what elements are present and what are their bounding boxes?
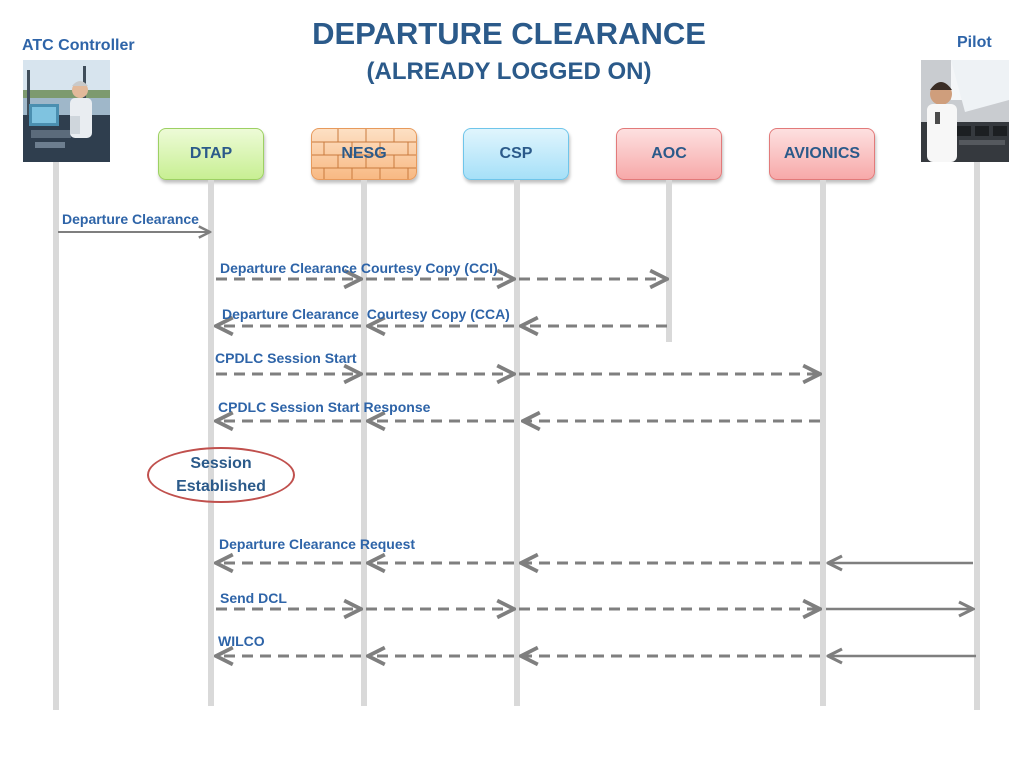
session-note-line2: Established [176, 478, 266, 495]
message-label-wilco: WILCO [218, 633, 265, 649]
system-label-dtap: DTAP [189, 145, 233, 162]
message-label-cpdlc-session-start: CPDLC Session Start [215, 350, 357, 366]
message-label-cpdlc-session-start-response: CPDLC Session Start Response [218, 399, 431, 415]
system-box-aoc: AOC [616, 128, 722, 180]
atc-controller-label: ATC Controller [22, 37, 135, 54]
message-label-cca: Departure Clearance Courtesy Copy (CCA) [222, 306, 510, 322]
system-box-csp: CSP [463, 128, 569, 180]
message-label-send-dcl: Send DCL [220, 590, 287, 606]
session-note-line1: Session [190, 455, 252, 472]
firewall-brick-icon [312, 129, 416, 179]
system-label-aoc: AOC [651, 145, 687, 162]
system-box-avionics: AVIONICS [769, 128, 875, 180]
session-established-note: Session Established [147, 447, 295, 503]
system-label-csp: CSP [499, 145, 533, 162]
message-label-departure-clearance-request: Departure Clearance Request [219, 536, 416, 552]
diagram-title: DEPARTURE CLEARANCE [312, 16, 706, 51]
system-label-avionics: AVIONICS [783, 145, 861, 162]
system-box-dtap: DTAP [158, 128, 264, 180]
system-label-nesg: NESG [341, 145, 387, 162]
message-label-cci: Departure Clearance Courtesy Copy (CCI) [220, 260, 498, 276]
diagram-subtitle: (ALREADY LOGGED ON) [366, 58, 652, 85]
message-label-departure-clearance: Departure Clearance [62, 211, 199, 227]
pilot-label: Pilot [957, 34, 992, 51]
pilot-cockpit-photo [921, 60, 1009, 162]
system-box-nesg: NESG [311, 128, 417, 180]
atc-controller-photo [23, 60, 110, 162]
